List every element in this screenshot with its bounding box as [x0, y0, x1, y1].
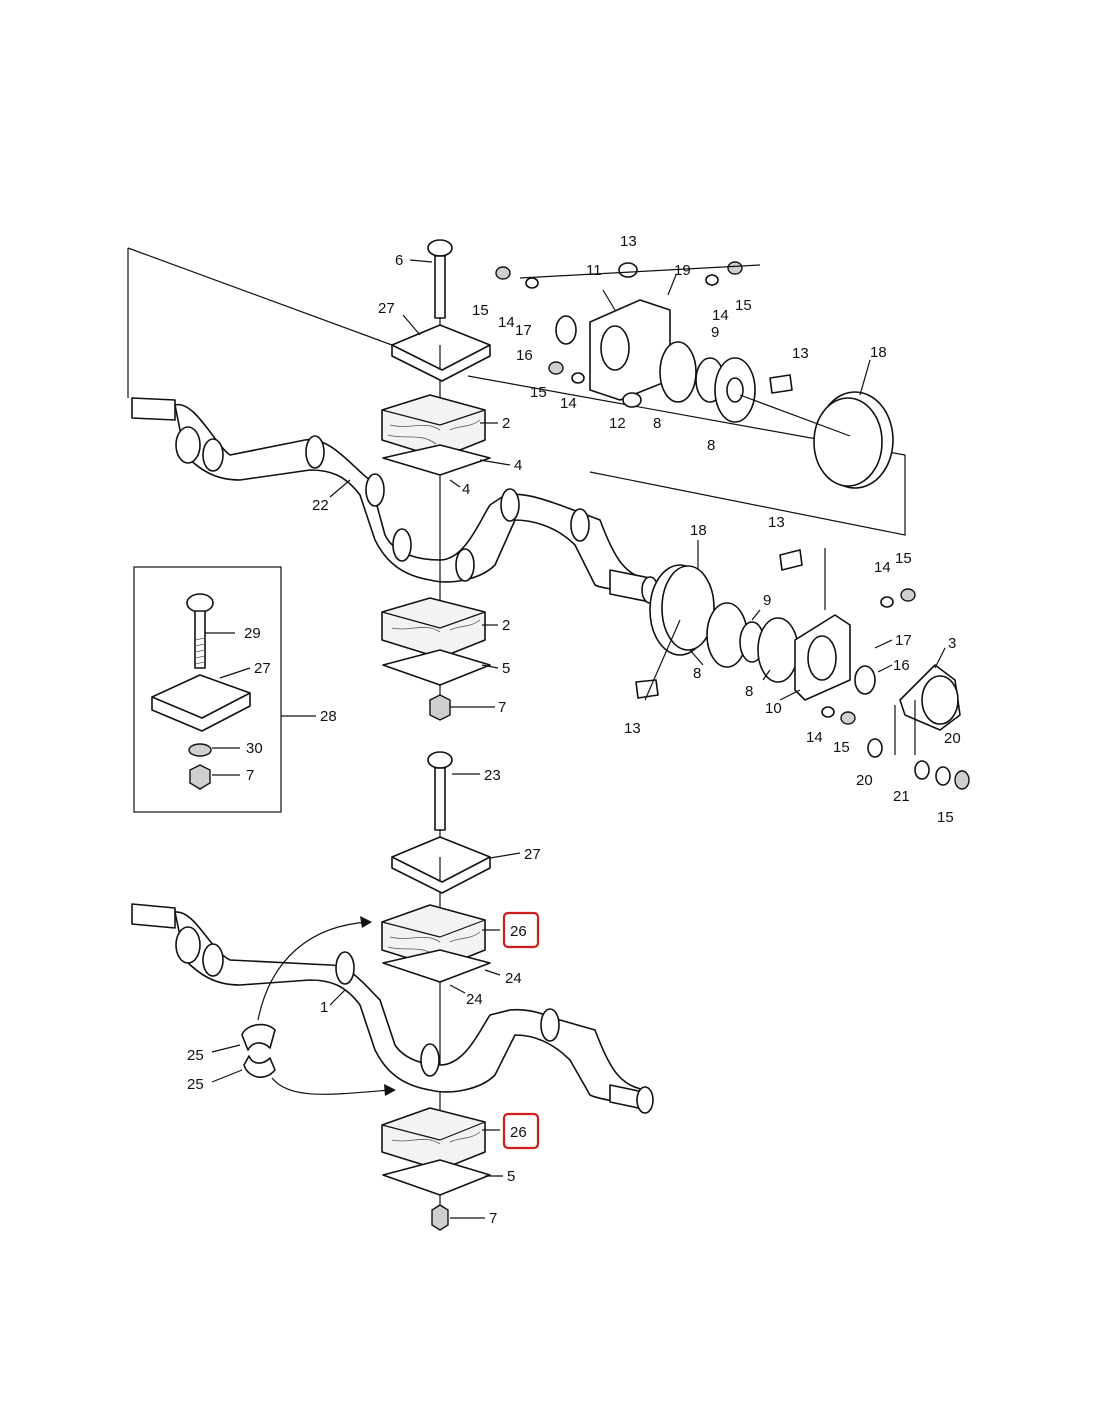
label-10: 10 — [765, 700, 782, 717]
label-27-inset: 27 — [254, 660, 271, 677]
label-9-a: 9 — [711, 324, 719, 341]
label-21: 21 — [893, 788, 910, 805]
inset-28: 29 27 30 7 28 — [133, 566, 337, 813]
plate-4-upper — [382, 444, 491, 476]
arrow-to-lower-block — [271, 1077, 391, 1095]
label-28: 28 — [320, 708, 337, 725]
label-5-upper: 5 — [502, 660, 510, 677]
label-15-d: 15 — [895, 550, 912, 567]
label-8-a: 8 — [653, 415, 661, 432]
label-12: 12 — [609, 415, 626, 432]
label-13-c: 13 — [768, 514, 785, 531]
label-16-b: 16 — [893, 657, 910, 674]
highlight-26-upper — [502, 911, 540, 949]
label-17-b: 17 — [895, 632, 912, 649]
label-14-d: 14 — [874, 559, 891, 576]
label-4-right: 4 — [514, 457, 522, 474]
upper-assembly: 6 27 2 4 4 22 2 5 7 15 14 17 16 15 14 11… — [127, 233, 970, 826]
lower-assembly: 23 27 26 24 24 1 25 25 26 5 7 — [131, 751, 654, 1231]
wood-block-26-upper — [381, 904, 486, 969]
plate-5-lower — [382, 1159, 491, 1196]
label-6: 6 — [395, 252, 403, 269]
nut-7-upper — [429, 694, 451, 721]
label-7-inset: 7 — [246, 767, 254, 784]
wood-block-26-lower — [381, 1107, 486, 1171]
bearing-half-25-a — [241, 1023, 276, 1051]
label-14-e: 14 — [806, 729, 823, 746]
label-13-a: 13 — [620, 233, 637, 250]
label-15-e: 15 — [833, 739, 850, 756]
wood-block-2-lower — [381, 597, 486, 659]
bearing-group-upper — [495, 261, 793, 423]
label-15-a: 15 — [472, 302, 489, 319]
label-14-b: 14 — [560, 395, 577, 412]
label-1: 1 — [320, 999, 328, 1016]
upper-leaders — [329, 259, 946, 708]
label-8-d: 8 — [745, 683, 753, 700]
label-24-lower: 24 — [466, 991, 483, 1008]
label-18-a: 18 — [870, 344, 887, 361]
label-18-b: 18 — [690, 522, 707, 539]
label-8-c: 8 — [693, 665, 701, 682]
crankshaft-upper — [131, 397, 659, 604]
label-24-right: 24 — [505, 970, 522, 987]
label-7-upper: 7 — [498, 699, 506, 716]
label-25-a: 25 — [187, 1047, 204, 1064]
crankshaft-lower — [131, 903, 654, 1114]
label-7-lower: 7 — [489, 1210, 497, 1227]
label-17-a: 17 — [515, 322, 532, 339]
label-14-c: 14 — [712, 307, 729, 324]
plate-27-upper — [391, 324, 491, 382]
label-25-b: 25 — [187, 1076, 204, 1093]
label-27-upper: 27 — [378, 300, 395, 317]
label-19: 19 — [674, 262, 691, 279]
label-11: 11 — [586, 262, 602, 279]
label-22: 22 — [312, 497, 329, 514]
label-14-a: 14 — [498, 314, 515, 331]
label-23: 23 — [484, 767, 501, 784]
highlight-26-lower — [502, 1112, 540, 1150]
counterweight-18-upper — [739, 391, 894, 489]
label-9-b: 9 — [763, 592, 771, 609]
plate-5-upper — [382, 649, 491, 686]
label-13-d: 13 — [624, 720, 641, 737]
label-2-upper: 2 — [502, 415, 510, 432]
label-20-b: 20 — [856, 772, 873, 789]
bearing-group-lower — [635, 548, 970, 790]
plate-24 — [382, 949, 491, 983]
label-26-upper: 26 — [510, 923, 527, 940]
label-29: 29 — [244, 625, 261, 642]
nut-7-lower — [431, 1204, 449, 1231]
bearing-half-25-b — [243, 1055, 276, 1078]
label-27-lower: 27 — [524, 846, 541, 863]
upper-frame-line — [127, 247, 906, 536]
label-4-lower: 4 — [462, 481, 470, 498]
label-8-b: 8 — [707, 437, 715, 454]
label-26-lower: 26 — [510, 1124, 527, 1141]
label-5-lower: 5 — [507, 1168, 515, 1185]
arrow-to-upper-block — [257, 921, 371, 1021]
label-2-lower: 2 — [502, 617, 510, 634]
label-3: 3 — [948, 635, 956, 652]
wood-block-2-upper — [381, 394, 486, 459]
label-20-a: 20 — [944, 730, 961, 747]
label-15-c: 15 — [735, 297, 752, 314]
label-16-a: 16 — [516, 347, 533, 364]
plate-27-lower — [391, 836, 491, 894]
label-15-f: 15 — [937, 809, 954, 826]
label-13-b: 13 — [792, 345, 809, 362]
label-15-b: 15 — [530, 384, 547, 401]
label-30: 30 — [246, 740, 263, 757]
